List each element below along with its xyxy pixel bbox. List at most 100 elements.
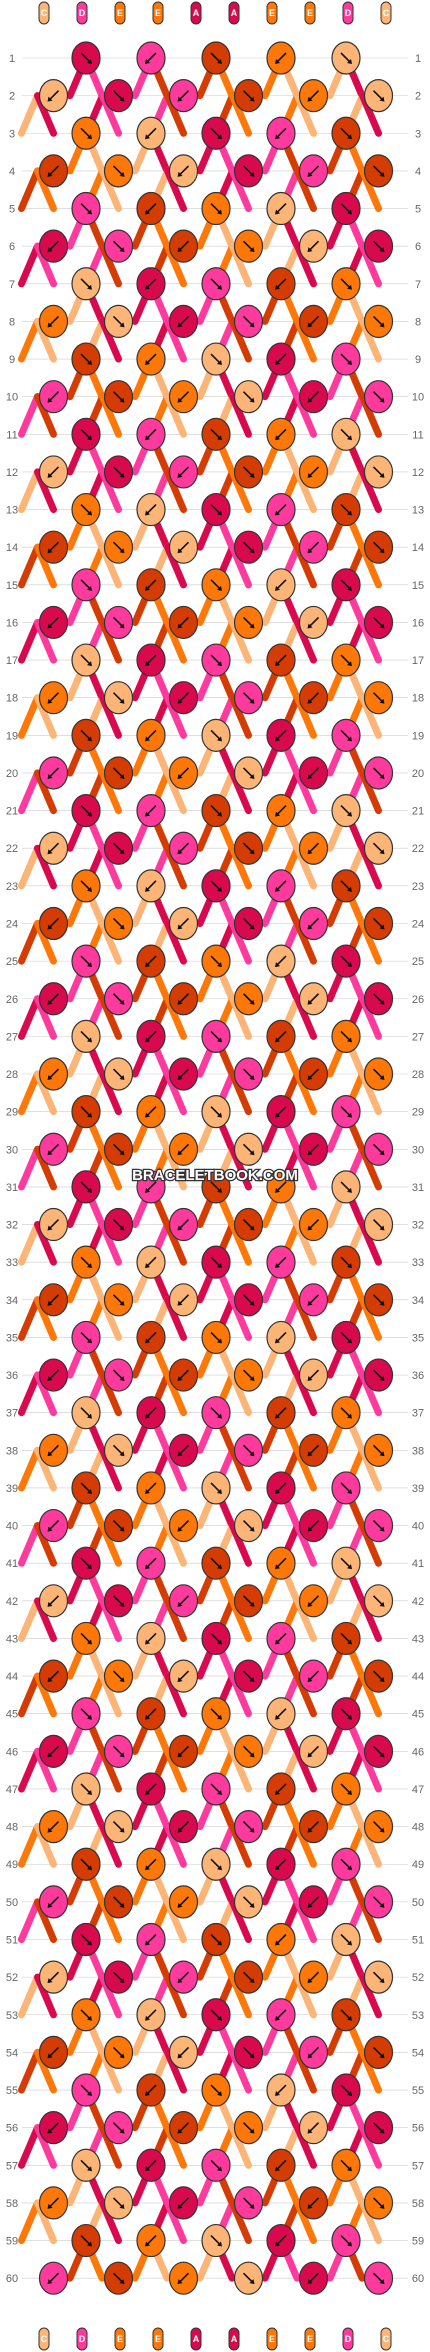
arrow-down-right-icon: [112, 1143, 125, 1156]
row-number-left: 35: [6, 1332, 18, 1344]
knot: [233, 831, 264, 865]
row-number-left: 59: [6, 2236, 18, 2248]
knot: [266, 869, 296, 903]
knot: [38, 681, 69, 715]
arrow-down-left-icon: [275, 1557, 287, 1570]
knot: [201, 1396, 231, 1430]
arrow-down-right-icon: [242, 616, 255, 629]
arrow-down-right-icon: [340, 729, 352, 742]
knot: [38, 2261, 69, 2295]
strand-segment: [18, 1823, 41, 1868]
row-number-right: 58: [412, 2198, 424, 2210]
arrow-down-right-icon: [372, 240, 385, 253]
arrow-down-left-icon: [177, 1218, 190, 1231]
row-number-right: 36: [412, 1370, 424, 1382]
row-number-left: 17: [6, 655, 18, 667]
row-number-right: 18: [412, 693, 424, 705]
strand-segment: [18, 1597, 41, 1642]
knot: [71, 41, 101, 75]
arrow-down-left-icon: [145, 729, 157, 742]
arrow-down-left-icon: [145, 2009, 157, 2021]
knot: [331, 2223, 361, 2258]
row-number-left: 36: [6, 1370, 18, 1382]
knot: [168, 380, 199, 414]
knot: [266, 1621, 296, 1656]
row-number-right: 37: [412, 1408, 424, 1420]
row-number-left: 40: [6, 1521, 18, 1533]
knot: [201, 2148, 231, 2182]
knot: [233, 1734, 264, 1768]
knot: [331, 1697, 361, 1731]
knot: [298, 831, 329, 865]
knot: [298, 1960, 329, 1994]
svg-text:D: D: [345, 2334, 352, 2344]
row-number-right: 44: [412, 1671, 424, 1683]
knot: [71, 2148, 101, 2182]
arrow-down-left-icon: [47, 2197, 60, 2209]
knot: [266, 417, 296, 451]
knot: [71, 1697, 101, 1731]
arrow-down-left-icon: [47, 1745, 60, 1758]
knot: [363, 1207, 394, 1242]
strand-segment: [18, 468, 41, 514]
knot: [201, 2073, 231, 2107]
arrow-down-left-icon: [145, 1482, 157, 1494]
knot: [363, 756, 394, 790]
arrow-down-left-icon: [275, 1256, 287, 1269]
arrow-down-right-icon: [80, 654, 92, 667]
knot: [201, 1697, 231, 1731]
knot: [103, 2111, 134, 2145]
knot: [233, 1057, 264, 1091]
arrow-down-right-icon: [112, 1369, 125, 1382]
knot: [233, 1810, 264, 1844]
arrow-down-right-icon: [242, 917, 255, 930]
knot: [266, 944, 296, 978]
arrow-down-left-icon: [47, 1520, 60, 1532]
arrow-down-left-icon: [275, 278, 287, 290]
arrow-down-right-icon: [210, 579, 222, 591]
row-number-right: 45: [412, 1709, 424, 1721]
strand-segment: [18, 1371, 41, 1417]
arrow-down-left-icon: [307, 1520, 320, 1532]
row-number-right: 54: [412, 2047, 424, 2059]
knot: [331, 944, 361, 978]
arrow-down-right-icon: [112, 1294, 125, 1306]
knot: [331, 1320, 361, 1355]
knot: [103, 1885, 134, 1919]
arrow-down-left-icon: [307, 2046, 320, 2059]
knot: [266, 1245, 296, 1279]
knot: [168, 304, 199, 339]
arrow-down-left-icon: [275, 2234, 287, 2247]
row-number-right: 22: [412, 843, 424, 855]
knot: [168, 982, 199, 1016]
arrow-down-right-icon: [340, 1482, 352, 1494]
arrow-down-left-icon: [275, 1181, 287, 1193]
arrow-down-right-icon: [80, 1030, 92, 1043]
arrow-down-right-icon: [112, 541, 125, 554]
knot: [363, 906, 394, 941]
row-number-right: 40: [412, 1521, 424, 1533]
arrow-down-right-icon: [242, 541, 255, 554]
arrow-down-right-icon: [372, 2272, 385, 2285]
arrow-down-left-icon: [307, 466, 320, 478]
knot: [168, 1659, 199, 1693]
knot: [233, 455, 264, 489]
arrow-down-left-icon: [47, 2046, 60, 2059]
arrow-down-left-icon: [177, 1444, 190, 1457]
arrow-down-left-icon: [307, 616, 320, 629]
arrow-down-right-icon: [210, 278, 222, 290]
knot: [38, 229, 69, 263]
arrow-down-left-icon: [307, 1821, 320, 1833]
arrow-down-right-icon: [80, 1632, 92, 1645]
arrow-down-left-icon: [307, 2272, 320, 2285]
arrow-down-left-icon: [177, 240, 190, 253]
arrow-down-right-icon: [112, 692, 125, 704]
row-number-left: 44: [6, 1671, 18, 1683]
strand-segment: [18, 1446, 41, 1492]
row-number-right: 38: [412, 1445, 424, 1457]
row-number-right: 51: [412, 1935, 424, 1947]
knot: [298, 530, 329, 564]
arrow-down-right-icon: [80, 880, 92, 892]
knot: [136, 718, 166, 752]
arrow-down-right-icon: [372, 541, 385, 554]
